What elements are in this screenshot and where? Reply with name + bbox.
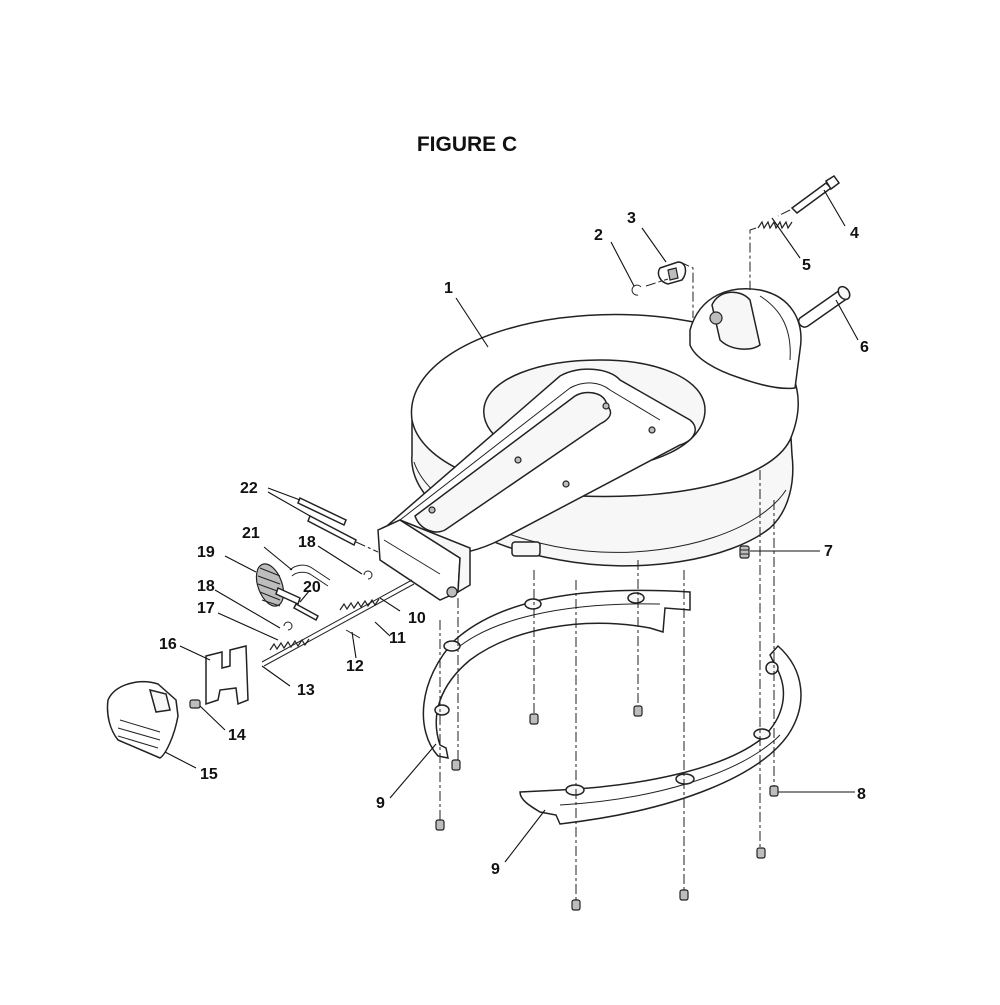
- pin-part: [790, 174, 841, 214]
- callout-12: 12: [346, 658, 364, 675]
- set-screw-part: [739, 545, 750, 559]
- callout-9-rear: 9: [376, 795, 385, 812]
- callout-5: 5: [802, 257, 811, 274]
- callout-11: 11: [389, 630, 406, 647]
- callout-20: 20: [303, 579, 321, 596]
- upper-blade-guard-part: [377, 288, 802, 601]
- callout-4: 4: [850, 225, 859, 242]
- callout-16: 16: [159, 636, 177, 653]
- callout-15: 15: [200, 766, 218, 783]
- assembly-center-lines: [439, 470, 775, 900]
- handle-pin-part: [797, 285, 851, 328]
- lock-lever-part: [645, 261, 694, 318]
- retaining-ring-part: [631, 284, 642, 296]
- callout-10: 10: [408, 610, 426, 627]
- linkage-parts: [106, 496, 415, 759]
- callout-6: 6: [860, 339, 869, 356]
- callout-18-lower: 18: [197, 578, 215, 595]
- callout-labels: 1 2 3 4 5 6 7 8 9 9 10 11 12 13 14 15 16…: [159, 210, 869, 878]
- callout-8: 8: [857, 786, 866, 803]
- callout-14: 14: [228, 727, 246, 744]
- callout-7: 7: [824, 543, 833, 560]
- callout-9-front: 9: [491, 861, 500, 878]
- spring-part: [749, 209, 793, 290]
- callout-22: 22: [240, 480, 258, 497]
- callout-13: 13: [297, 682, 315, 699]
- leader-lines: [164, 189, 859, 863]
- callout-3: 3: [627, 210, 636, 227]
- callout-18-upper: 18: [298, 534, 316, 551]
- callout-1: 1: [444, 280, 453, 297]
- callout-21: 21: [242, 525, 260, 542]
- callout-17: 17: [197, 600, 215, 617]
- figure-title: FIGURE C: [416, 133, 518, 156]
- callout-19: 19: [197, 544, 215, 561]
- screw-parts: [435, 705, 779, 911]
- callout-2: 2: [594, 227, 603, 244]
- rear-guard-part: [422, 589, 691, 759]
- front-guard-part: [519, 644, 802, 825]
